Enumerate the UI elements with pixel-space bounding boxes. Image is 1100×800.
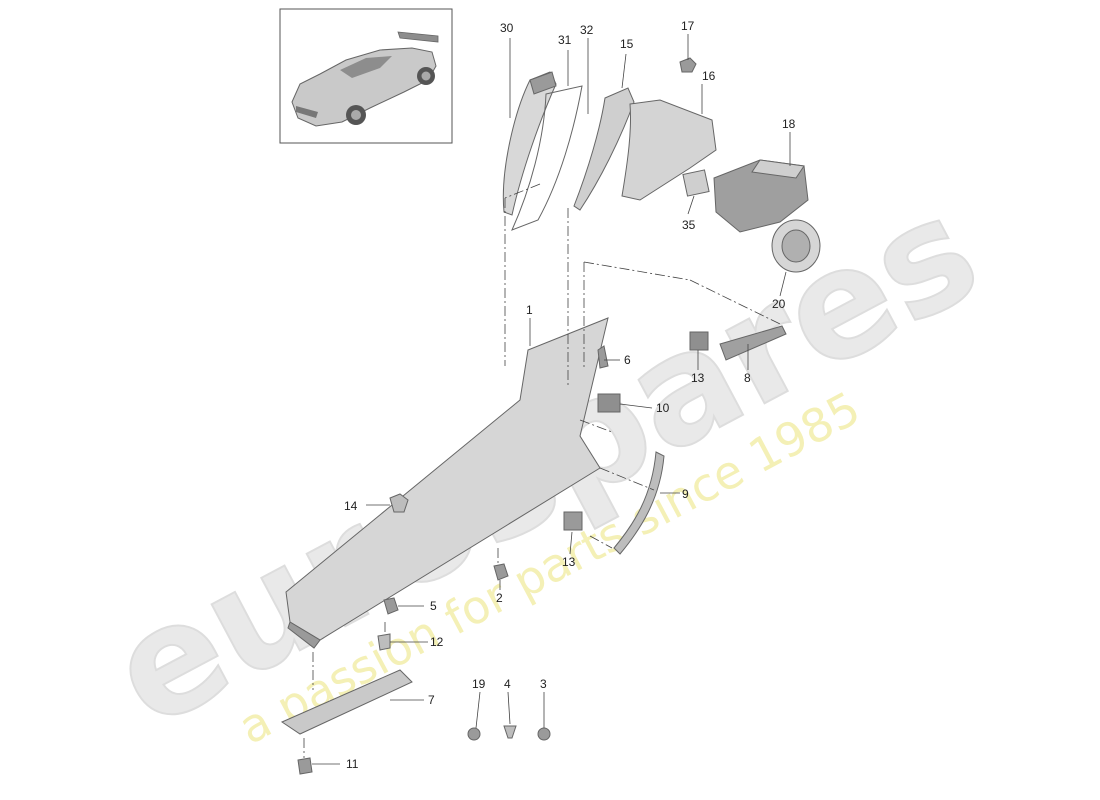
- part-31-seal: [511, 85, 583, 231]
- callout-1: 1: [526, 303, 533, 317]
- callout-3: 3: [540, 677, 547, 691]
- callout-4: 4: [504, 677, 511, 691]
- callout-7: 7: [428, 693, 435, 707]
- car-icon: [291, 31, 439, 127]
- part-6-stud: [597, 345, 609, 369]
- callout-11: 11: [346, 757, 359, 771]
- part-12-screw: [377, 633, 391, 651]
- callout-13-upper: 13: [691, 371, 705, 385]
- callout-6: 6: [624, 353, 631, 367]
- part-10-pad: [597, 393, 621, 413]
- part-2-clip: [493, 563, 509, 581]
- callouts: 30 31 32 15 17 16 18 35 20 1 6 13 8 10 9…: [344, 19, 796, 771]
- callout-15: 15: [620, 37, 634, 51]
- part-19-fastener: [467, 727, 481, 741]
- part-16-duct: [621, 99, 717, 201]
- callout-16: 16: [702, 69, 716, 83]
- callout-30: 30: [500, 21, 514, 35]
- part-4-fastener: [503, 725, 517, 739]
- callout-32: 32: [580, 23, 594, 37]
- callout-19: 19: [472, 677, 486, 691]
- part-11-clip: [297, 757, 313, 775]
- callout-10: 10: [656, 401, 670, 415]
- callout-14: 14: [344, 499, 358, 513]
- part-13-nut-upper: [689, 331, 709, 351]
- part-14-clip: [389, 493, 409, 513]
- callout-5: 5: [430, 599, 437, 613]
- part-17-clip: [679, 57, 697, 73]
- callout-8: 8: [744, 371, 751, 385]
- leader-lines: [312, 34, 791, 765]
- vehicle-thumbnail: [279, 8, 453, 144]
- callout-20: 20: [772, 297, 786, 311]
- callout-31: 31: [558, 33, 572, 47]
- part-3-fastener: [537, 727, 551, 741]
- callout-12: 12: [430, 635, 444, 649]
- part-13-nut-lower: [563, 511, 583, 531]
- callout-13-lower: 13: [562, 555, 576, 569]
- callout-18: 18: [782, 117, 796, 131]
- callout-17: 17: [681, 19, 695, 33]
- assembly-lines: [303, 183, 781, 758]
- callout-2: 2: [496, 591, 503, 605]
- part-35-grille: [682, 169, 710, 197]
- part-9-seal: [613, 451, 665, 555]
- callout-35: 35: [682, 218, 696, 232]
- parts: [280, 57, 821, 775]
- part-20-fan: [771, 219, 821, 273]
- callout-9: 9: [682, 487, 689, 501]
- part-15-panel: [573, 87, 635, 211]
- part-8-bracket: [719, 325, 787, 361]
- part-5-clip: [383, 597, 399, 615]
- part-7-cover: [280, 669, 413, 735]
